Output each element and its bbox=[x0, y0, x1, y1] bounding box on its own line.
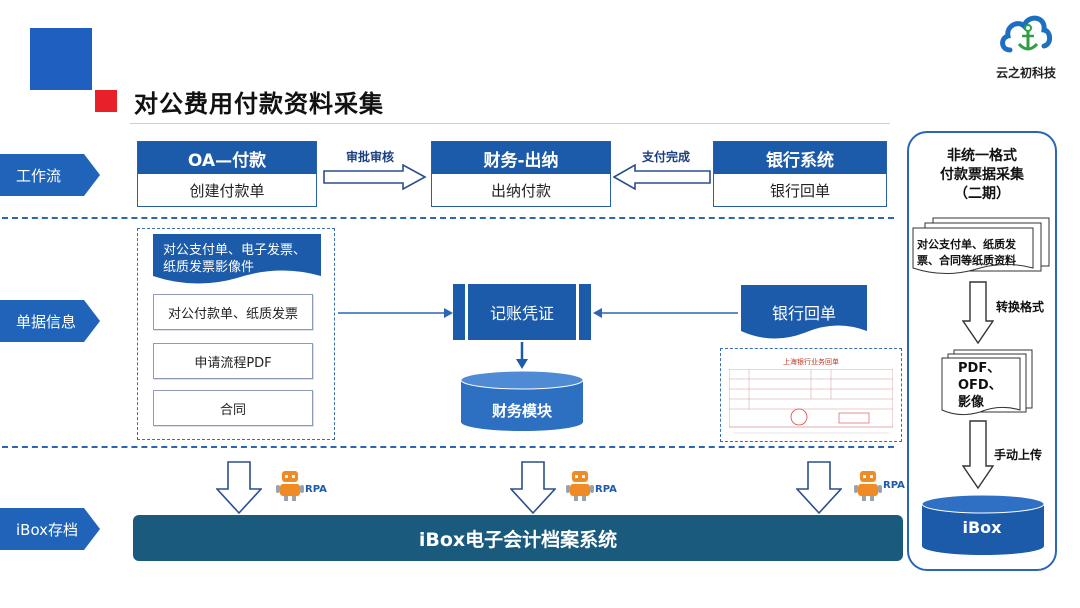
rpa-label-3: RPA bbox=[883, 480, 905, 491]
oa-payment-sub: 创建付款单 bbox=[189, 181, 265, 200]
arrow-down-archive-2-icon bbox=[510, 461, 556, 515]
title-divider bbox=[130, 123, 890, 124]
stacked-formats-icon bbox=[941, 349, 1033, 416]
oa-payment-box: OA—付款 创建付款单 bbox=[137, 141, 317, 207]
accounting-voucher: 记账凭证 bbox=[453, 284, 591, 340]
arrow-label-approve: 审批审核 bbox=[345, 150, 394, 164]
decor-square-red bbox=[95, 90, 117, 112]
decor-square-blue bbox=[30, 28, 92, 90]
logo-text: 云之初科技 bbox=[995, 66, 1056, 80]
format-pdf: PDF、 bbox=[958, 361, 1001, 376]
page-title: 对公费用付款资料采集 bbox=[134, 90, 384, 118]
receipt-title: 上海银行业务回单 bbox=[783, 358, 839, 366]
separator-top bbox=[2, 217, 894, 219]
phase-two-title: 非统一格式 付款票据采集 （二期） bbox=[907, 147, 1057, 204]
separator-bottom bbox=[2, 446, 894, 448]
cloud-anchor-logo-icon bbox=[1000, 15, 1052, 53]
oa-payment-title: OA—付款 bbox=[138, 142, 316, 174]
phase-two-title-line-1: 非统一格式 bbox=[947, 148, 1017, 164]
ibox-archive-system-bar: iBox电子会计档案系统 bbox=[133, 515, 903, 561]
arrow-from-bank-icon bbox=[593, 308, 738, 318]
database-icon bbox=[460, 370, 584, 431]
arrow-down-upload-icon bbox=[962, 420, 994, 490]
arrow-to-voucher-icon bbox=[338, 308, 453, 318]
bank-system-title: 银行系统 bbox=[714, 142, 886, 174]
document-shape-icon bbox=[153, 234, 321, 284]
ibox-database-icon bbox=[921, 494, 1045, 555]
phase-two-doc-text: 对公支付单、纸质发票、合同等纸质资料 bbox=[917, 238, 1016, 267]
receipt-form-icon bbox=[729, 369, 893, 434]
doc-item-payment-invoice: 对公付款单、纸质发票 bbox=[153, 294, 313, 330]
bank-receipt-shape-icon bbox=[741, 285, 867, 339]
rpa-label-2: RPA bbox=[595, 484, 617, 495]
format-ofd: OFD、 bbox=[958, 378, 1002, 393]
rpa-robot-icon bbox=[854, 471, 882, 501]
arrow-down-convert-icon bbox=[962, 281, 994, 345]
finance-cashier-title: 财务-出纳 bbox=[432, 142, 610, 174]
arrow-right-icon bbox=[323, 164, 427, 190]
row-label-documents: 单据信息 bbox=[0, 300, 100, 342]
arrow-label-paid: 支付完成 bbox=[641, 150, 690, 164]
documents-group bbox=[137, 228, 335, 440]
ibox-database-label: iBox bbox=[962, 518, 1002, 537]
bank-system-sub: 银行回单 bbox=[769, 181, 830, 200]
arrow-left-icon bbox=[613, 164, 711, 190]
finance-cashier-sub: 出纳付款 bbox=[490, 181, 551, 200]
row-label-workflow: 工作流 bbox=[0, 154, 100, 196]
row-label-archive: iBox存档 bbox=[0, 508, 100, 550]
bank-receipt-label: 银行回单 bbox=[771, 304, 836, 323]
phase-two-title-line-2: 付款票据采集 bbox=[940, 167, 1024, 183]
finance-cashier-box: 财务-出纳 出纳付款 bbox=[431, 141, 611, 207]
rpa-label-1: RPA bbox=[305, 484, 327, 495]
rpa-robot-icon bbox=[276, 471, 304, 501]
doc-item-scan: 对公支付单、电子发票、纸质发票影像件 bbox=[163, 243, 307, 275]
doc-item-flow-pdf: 申请流程PDF bbox=[153, 343, 313, 379]
format-image: 影像 bbox=[958, 395, 985, 410]
bank-receipt-image: 上海银行业务回单 bbox=[720, 348, 902, 442]
step-convert-format: 转换格式 bbox=[996, 300, 1045, 314]
phase-two-formats: PDF、 OFD、 影像 bbox=[958, 360, 1018, 411]
finance-module-label: 财务模块 bbox=[491, 402, 552, 420]
phase-two-title-line-3: （二期） bbox=[954, 186, 1010, 202]
step-manual-upload: 手动上传 bbox=[994, 448, 1043, 462]
stacked-documents-icon bbox=[912, 217, 1050, 274]
arrow-down-archive-3-icon bbox=[796, 461, 842, 515]
bank-system-box: 银行系统 银行回单 bbox=[713, 141, 887, 207]
doc-item-contract: 合同 bbox=[153, 390, 313, 426]
rpa-robot-icon bbox=[566, 471, 594, 501]
arrow-down-archive-1-icon bbox=[216, 461, 262, 515]
arrow-down-small-icon bbox=[516, 342, 528, 369]
